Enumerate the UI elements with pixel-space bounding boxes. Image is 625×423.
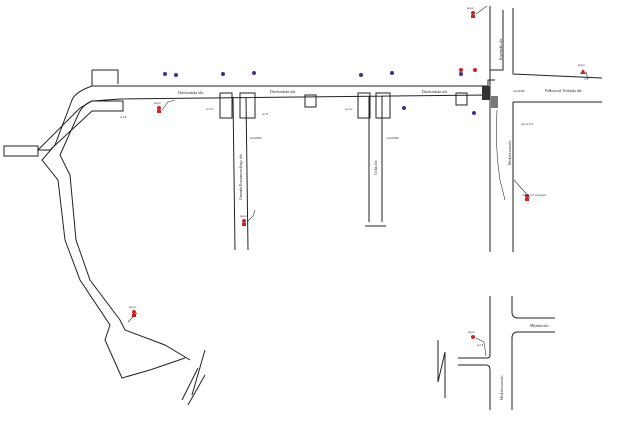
annotation: oz.C12 (345, 108, 353, 111)
street-label: Dzielczańska ulic (422, 90, 448, 94)
sign-label: pzg.nr (578, 64, 585, 67)
street-label: Dzielczańska ulic (178, 91, 204, 95)
sign-label: pzg.nr (468, 331, 475, 334)
bottom-intersection (437, 296, 555, 410)
sign-red (580, 69, 586, 74)
sign-red (459, 68, 477, 72)
sign-red (471, 11, 475, 18)
street-label: Cicha ulic (374, 160, 378, 175)
annotation: ozn.00/000 (513, 90, 525, 93)
annotation: oz.C8 (262, 113, 269, 116)
leader-lines (127, 5, 589, 357)
sign-red (242, 219, 246, 226)
street-label: Generała Krzyżanowskiego ulic (239, 153, 243, 200)
side-street-2 (357, 92, 468, 227)
street-label: Mickiewicza ulic (508, 140, 512, 165)
sign-label: pzg.nr (154, 102, 161, 105)
annotation: opis oz.T13 (521, 123, 534, 126)
sign-label: pzg.nr (129, 306, 136, 309)
main-intersection (482, 6, 603, 252)
sign-red (525, 194, 529, 201)
street-label: Młyńska ulic (530, 324, 549, 328)
annotation: ozn.00/000 (250, 137, 262, 140)
annotation: opis oz.T13 ozn.pzg.nr (522, 194, 546, 197)
annotation: ozn.00/000 (387, 137, 399, 140)
annotation: oz.C8 (477, 344, 484, 347)
street-label: Dzielczańska ulic (270, 90, 296, 94)
side-street-1 (219, 92, 317, 251)
red-signs (132, 11, 586, 339)
diagonal-road (3, 85, 206, 406)
main-street (91, 69, 489, 102)
purple-signs (163, 71, 476, 115)
sign-red (132, 310, 136, 317)
street-label: Kopernika ulic (499, 38, 503, 60)
annotation: oz.C8 (120, 116, 127, 119)
sign-red (471, 335, 475, 339)
sign-label: pzg.nr (240, 215, 247, 218)
sign-red (157, 106, 161, 113)
annotation: oz.C12 (206, 108, 214, 111)
street-label: Pułkowa ul. Kolejska ulic (545, 89, 583, 93)
sign-label: pzg.nr (467, 7, 474, 10)
street-label: Mickiewicza ulic (500, 375, 504, 400)
